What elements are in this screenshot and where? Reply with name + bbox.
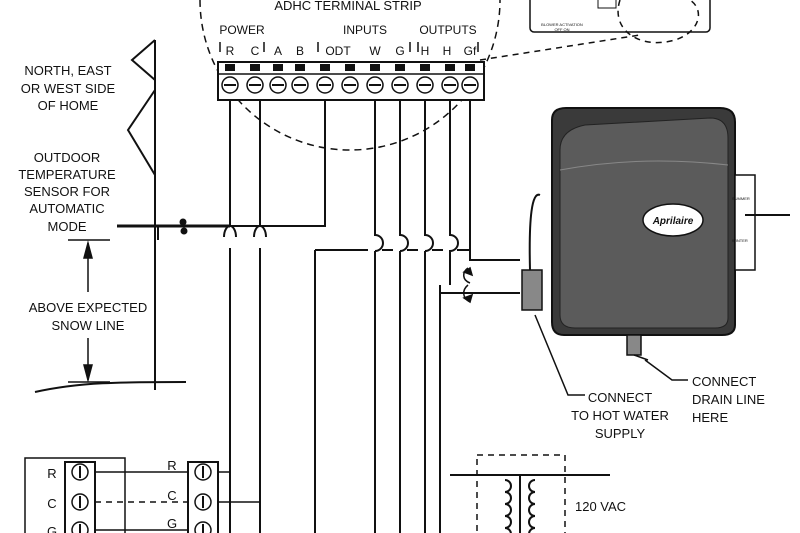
- terminal-tab: [273, 64, 283, 71]
- sensor-line3: SENSOR FOR: [24, 184, 110, 199]
- thermostat-g: G: [47, 524, 57, 533]
- furnace-r: R: [167, 458, 176, 473]
- side-of-home-line2: OR WEST SIDE: [21, 81, 116, 96]
- terminal-tab: [225, 64, 235, 71]
- terminal-label-a: A: [274, 44, 282, 58]
- thermostat-block: [24, 457, 260, 533]
- terminal-label-w: W: [369, 44, 381, 58]
- terminal-label-b: B: [296, 44, 304, 58]
- callout-leaders: [534, 314, 688, 396]
- snow-line1: ABOVE EXPECTED: [29, 300, 147, 315]
- humidifier-logo: Aprilaire: [652, 216, 694, 227]
- drain-line1: CONNECT: [692, 374, 756, 389]
- house-wall: [34, 39, 187, 393]
- pipe-break-marks: [462, 266, 474, 304]
- sensor-line2: TEMPERATURE: [18, 167, 116, 182]
- snow-line-dimension: [68, 239, 110, 383]
- humidifier-unit: [521, 107, 790, 361]
- terminal-label-r: R: [226, 44, 235, 58]
- group-outputs: OUTPUTS: [419, 23, 476, 37]
- terminal-tab: [465, 64, 475, 71]
- terminal-tab: [445, 64, 455, 71]
- hot-water-line1: CONNECT: [588, 390, 652, 405]
- terminal-label-odt: ODT: [325, 44, 351, 58]
- switch-winter: WINTER: [732, 238, 748, 243]
- group-power: POWER: [219, 23, 265, 37]
- snow-line2: SNOW LINE: [52, 318, 125, 333]
- sensor-line4: AUTOMATIC: [29, 201, 104, 216]
- thermostat-c: C: [47, 496, 56, 511]
- wires: [223, 100, 610, 533]
- sensor-line1: OUTDOOR: [34, 150, 100, 165]
- switch-summer: SUMMER: [732, 196, 750, 201]
- side-of-home-line1: NORTH, EAST: [24, 63, 111, 78]
- control-panel: [529, 0, 711, 33]
- transformer: [476, 454, 566, 533]
- outdoor-sensor: [117, 218, 230, 240]
- panel-offon: OFF ON: [554, 27, 569, 32]
- terminal-tab: [295, 64, 305, 71]
- terminal-tab: [395, 64, 405, 71]
- drain-line2: DRAIN LINE: [692, 392, 765, 407]
- panel-blower: BLOWER ACTIVATION: [541, 22, 583, 27]
- furnace-g: G: [167, 516, 177, 531]
- furnace-c: C: [167, 488, 176, 503]
- drain-line3: HERE: [692, 410, 728, 425]
- hot-water-line3: SUPPLY: [595, 426, 646, 441]
- terminal-label-g: G: [395, 44, 404, 58]
- terminal-tab: [420, 64, 430, 71]
- terminal-label-h: H: [421, 44, 430, 58]
- hot-water-line2: TO HOT WATER: [571, 408, 669, 423]
- terminal-label-h: H: [443, 44, 452, 58]
- vac-label: 120 VAC: [575, 499, 626, 514]
- strip-title: ADHC TERMINAL STRIP: [274, 0, 421, 13]
- side-of-home-line3: OF HOME: [38, 98, 99, 113]
- thermostat-r: R: [47, 466, 56, 481]
- sensor-line5: MODE: [48, 219, 87, 234]
- group-inputs: INPUTS: [343, 23, 387, 37]
- terminal-screws: [221, 64, 479, 94]
- terminal-tab: [345, 64, 355, 71]
- terminal-tab: [370, 64, 380, 71]
- lower-terminal-screws: [71, 463, 212, 533]
- terminal-label-c: C: [251, 44, 260, 58]
- terminal-label-gf: Gf: [464, 44, 477, 58]
- terminal-tab: [250, 64, 260, 71]
- terminal-tab: [320, 64, 330, 71]
